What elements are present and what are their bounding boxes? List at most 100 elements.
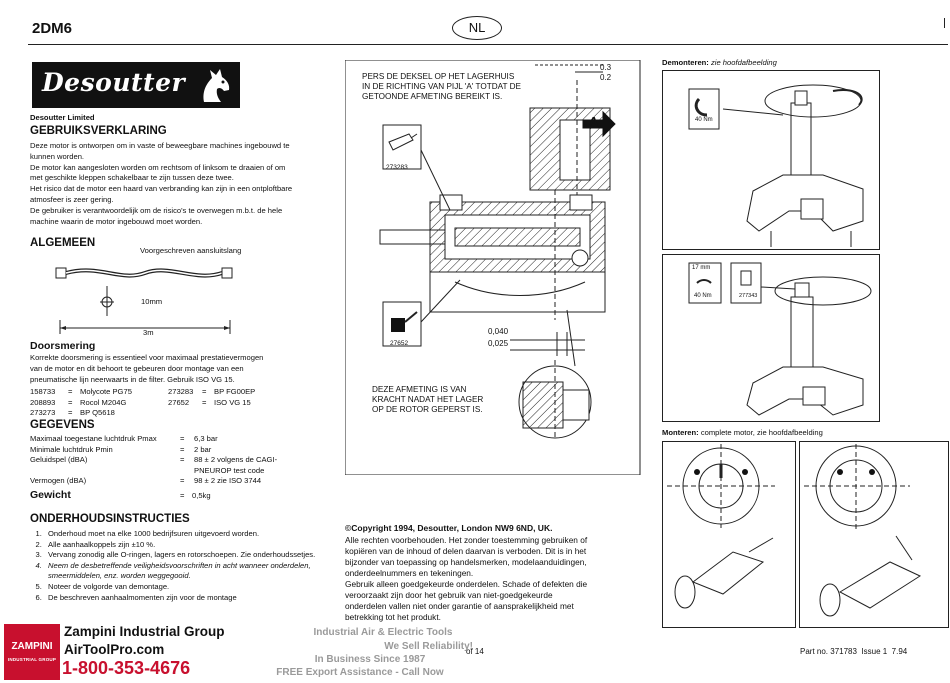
- length-label: 3m: [143, 328, 154, 337]
- usage-line: kunnen worden.: [30, 151, 85, 161]
- mount-figure-2: [799, 441, 949, 628]
- instruction-line: IN DE RICHTING VAN PIJL 'A' TOTDAT DE: [362, 82, 522, 91]
- instruction-line: GETOONDE AFMETING BEREIKT IS.: [362, 92, 503, 101]
- list-item: Alle aanhaalkoppels zijn ±10 %.: [44, 540, 320, 551]
- header-rule: [28, 44, 948, 45]
- table-row: Geluidspel (dBA)=88 ± 2 volgens de CAGI-: [30, 455, 279, 466]
- copyright-line: Alle rechten voorbehouden. Het zonder to…: [345, 535, 588, 545]
- logo-text: ZAMPINI: [11, 641, 53, 652]
- lubrication-text: Korrekte doorsmering is essentieel voor …: [30, 353, 320, 385]
- dealer-tagline-1: Industrial Air & Electric Tools: [313, 627, 453, 638]
- endplate-exploded-illustration: [667, 444, 775, 609]
- dismount-figure-2: [662, 254, 880, 422]
- table-row: PNEUROP test code: [30, 466, 279, 477]
- list-item: Noteer de volgorde van demontage.: [44, 582, 320, 593]
- spec-eq: [180, 466, 194, 477]
- dim-top-max: 0.3: [600, 63, 612, 72]
- copyright-line: onderdeelnummers en tekeningen.: [345, 568, 474, 578]
- dim-top-min: 0.2: [600, 73, 612, 82]
- table-cell: =: [202, 397, 207, 407]
- usage-line: De gebruiker is verantwoordelijk om de r…: [30, 205, 283, 215]
- dismount-figure-1: [662, 70, 880, 250]
- spec-eq: =: [180, 476, 185, 485]
- instruction-line: PERS DE DEKSEL OP HET LAGERHUIS: [362, 72, 515, 81]
- table-cell: BP FG00EP: [214, 387, 256, 396]
- specs-title: GEGEVENS: [30, 419, 95, 431]
- model-code: 2DM6: [32, 20, 73, 37]
- spec-label: Vermogen (dBA): [30, 476, 87, 485]
- note-line: DEZE AFMETING IS VAN: [372, 385, 467, 394]
- dismount-ref: zie hoofdafbeelding: [710, 58, 777, 67]
- copyright-line: veroorzaakt zijn door het gebruik van ni…: [345, 590, 553, 600]
- dealer-banner: ZAMPINI INDUSTRIAL GROUP Zampini Industr…: [0, 622, 473, 683]
- table-row: Vermogen (dBA)=98 ± 2 zie ISO 3744: [30, 476, 279, 487]
- issue-no: Issue 1: [861, 647, 888, 656]
- company-name: Desoutter Limited: [30, 113, 95, 122]
- table-cell: 158733: [30, 387, 56, 396]
- usage-line: Het risico dat de motor een haard van ve…: [30, 184, 293, 194]
- spec-value: PNEUROP test code: [194, 465, 265, 475]
- corner-mark: [944, 18, 949, 28]
- diameter-label: 10mm: [141, 297, 163, 306]
- spec-label: Maximaal toegestane luchtdruk Pmax: [30, 434, 157, 443]
- table-cell: Rocol M204G: [80, 397, 127, 407]
- dealer-phone[interactable]: 1-800-353-4676: [62, 658, 191, 678]
- complete-motor-illustration: [804, 444, 922, 617]
- torque-label-2: 40 Nm: [694, 293, 712, 299]
- horse-head-icon: [203, 69, 230, 102]
- copyright-line: betrekking tot het produkt.: [345, 612, 441, 622]
- spec-label: Geluidspel (dBA): [30, 455, 88, 464]
- copyright-text: Alle rechten voorbehouden. Het zonder to…: [345, 535, 645, 624]
- copyright-title: ©Copyright 1994, Desoutter, London NW9 6…: [345, 523, 553, 533]
- usage-line: De motor kan aangesloten worden om recht…: [30, 162, 286, 172]
- page-indicator: of 14: [466, 647, 484, 656]
- list-item: Vervang zonodig alle O-ringen, lagers en…: [44, 550, 320, 561]
- part-number-footer: Part no. 371783 Issue 1 7.94: [800, 647, 907, 656]
- table-cell: 273273: [30, 408, 56, 417]
- table-cell: =: [68, 387, 73, 396]
- lubrication-line: Korrekte doorsmering is essentieel voor …: [30, 353, 264, 362]
- spec-label: [30, 466, 180, 477]
- table-row: 273273 = BP Q5618: [30, 408, 257, 419]
- copyright-line: onderdelen vallen niet onder garantie of…: [345, 601, 574, 611]
- issue-date: 7.94: [891, 647, 908, 656]
- table-row: Maximaal toegestane luchtdruk Pmax=6,3 b…: [30, 434, 279, 445]
- table-row: Minimale luchtdruk Pmin=2 bar: [30, 445, 279, 456]
- dealer-tagline-4: FREE Export Assistance - Call Now: [276, 667, 444, 678]
- note-line: KRACHT NADAT HET LAGER: [372, 395, 484, 404]
- mount-label: Monteren:: [662, 428, 699, 437]
- copyright-line: bijzonder van toepassing op handelsmerke…: [345, 557, 587, 567]
- table-cell: 27652: [168, 397, 190, 407]
- general-title: ALGEMEEN: [30, 237, 96, 249]
- weight-eq: =: [180, 491, 185, 500]
- usage-line: atmosfeer is zeer gering.: [30, 194, 114, 204]
- dealer-url[interactable]: AirToolPro.com: [64, 642, 165, 657]
- list-item: Neem de desbetreffende veiligheidsvoorsc…: [44, 561, 320, 582]
- mount-ref: complete motor, zie hoofdafbeelding: [700, 428, 823, 437]
- table-cell: 273283: [168, 387, 194, 396]
- dealer-tagline-2: We Sell Reliability!: [384, 641, 473, 652]
- usage-line: machine waarin de motor ingebouwd moet w…: [30, 216, 203, 226]
- torque-label-1: 40 Nm: [695, 117, 713, 123]
- maintenance-title: ONDERHOUDSINSTRUCTIES: [30, 513, 190, 525]
- table-cell: =: [68, 397, 73, 407]
- dim-mid-max: 0,040: [488, 327, 509, 336]
- copyright-line: kopiëren van de inhoud of delen daarvan …: [345, 546, 587, 556]
- spec-eq: =: [180, 434, 185, 443]
- list-item: Onderhoud moet na elke 1000 bedrijfsuren…: [44, 529, 320, 540]
- usage-title: GEBRUIKSVERKLARING: [30, 125, 167, 137]
- table-row: 208893 = Rocol M204G 27652 = ISO VG 15: [30, 398, 257, 409]
- maintenance-list-wrap: Onderhoud moet na elke 1000 bedrijfsuren…: [30, 529, 320, 623]
- spec-value: 88 ± 2 volgens de CAGI-: [194, 455, 278, 464]
- logo-text: Desoutter: [42, 68, 186, 97]
- dismount-heading: Demonteren: zie hoofdafbeelding: [662, 58, 777, 69]
- dealer-tagline-3: In Business Since 1987: [314, 654, 426, 665]
- wrench-motor-illustration: [688, 262, 872, 416]
- usage-line: Deze motor is ontworpen om in vaste of b…: [30, 141, 290, 150]
- mount-heading: Monteren: complete motor, zie hoofdafbee…: [662, 428, 823, 439]
- dealer-name: Zampini Industrial Group: [64, 624, 225, 639]
- zampini-logo: ZAMPINI INDUSTRIAL GROUP: [4, 624, 60, 680]
- desoutter-logo: Desoutter: [32, 62, 240, 108]
- specs-table: Maximaal toegestane luchtdruk Pmax=6,3 b…: [30, 434, 279, 487]
- motor-vice-illustration: [688, 84, 864, 247]
